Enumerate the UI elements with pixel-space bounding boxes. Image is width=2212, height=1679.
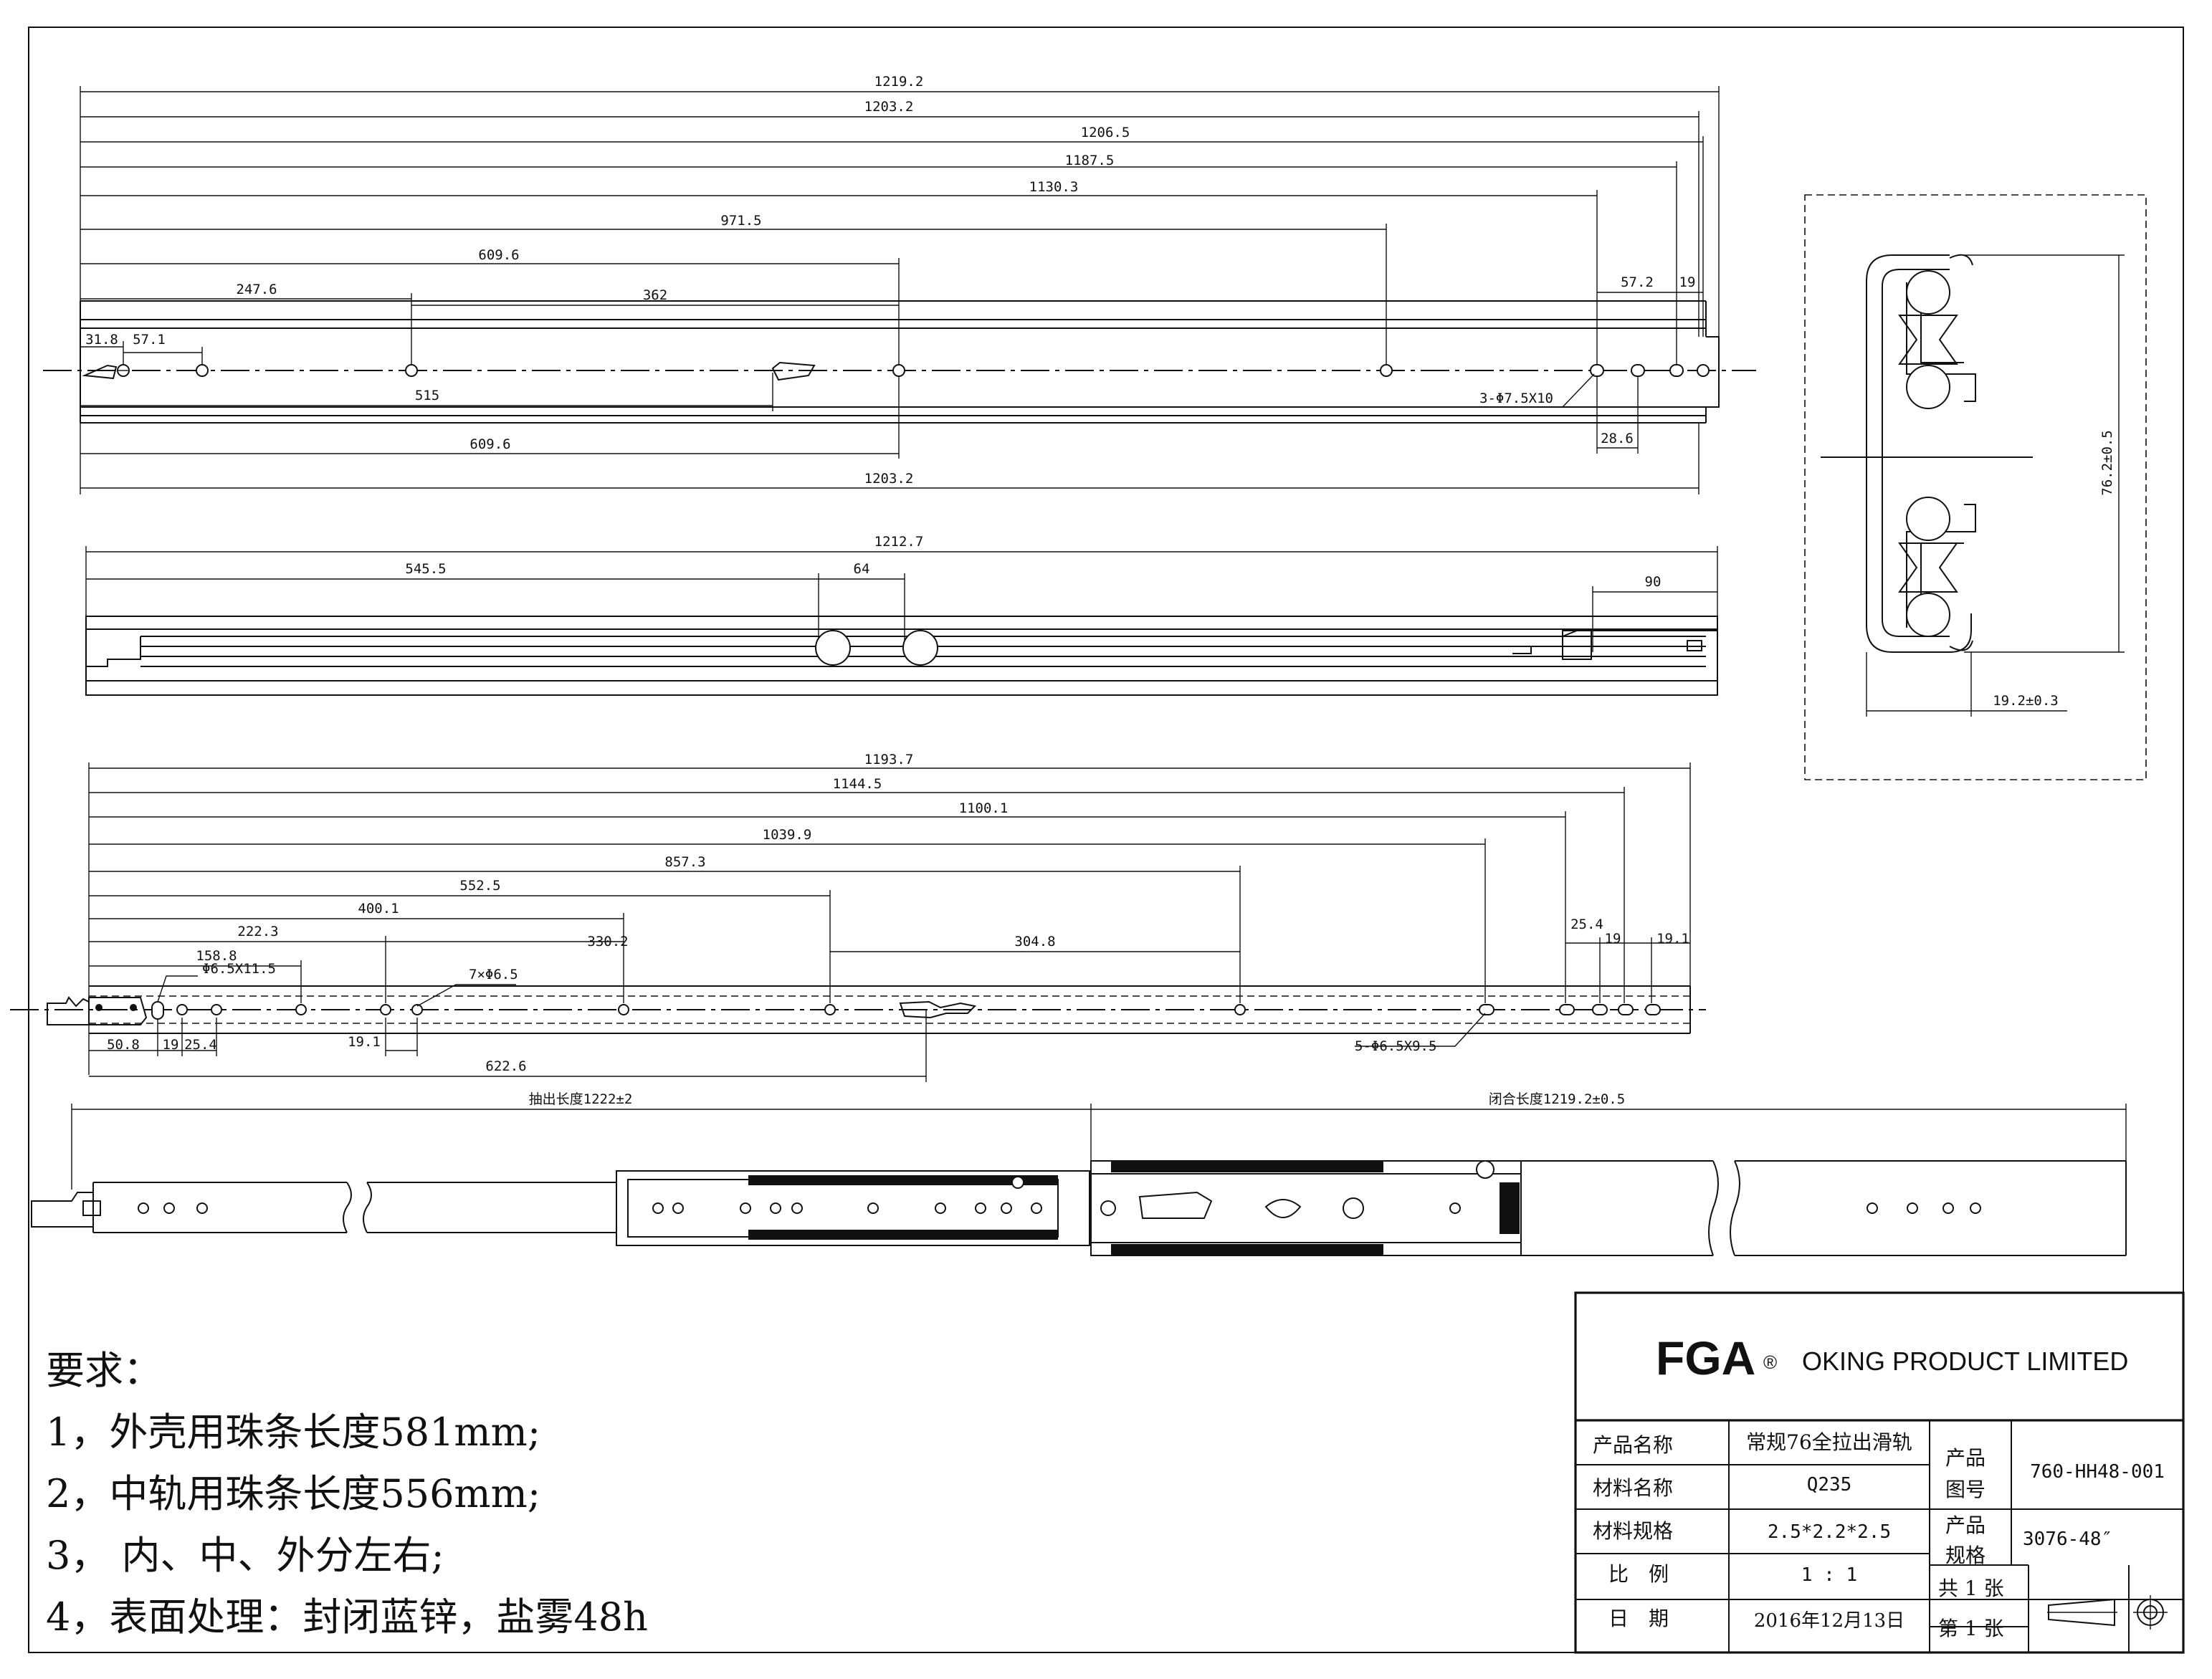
dim-158-8: 158.8	[196, 948, 237, 964]
view-middle-member: 1212.7 545.5 64 90	[85, 534, 1718, 696]
dim-622-6: 622.6	[485, 1058, 526, 1074]
dim-90: 90	[1645, 574, 1662, 590]
scale-value: 1 : 1	[1801, 1564, 1857, 1586]
extended-length-label: 抽出长度1222±2	[529, 1091, 633, 1107]
dim-19: 19	[1679, 274, 1696, 290]
dim-25-4-bottom: 25.4	[184, 1037, 217, 1053]
dim-400-1: 400.1	[358, 901, 399, 917]
dim-1039-9: 1039.9	[763, 827, 812, 843]
material-name-label: 材料名称	[1593, 1476, 1673, 1500]
section-view: 76.2±0.5 19.2±0.3	[1804, 194, 2147, 780]
dim-971-5: 971.5	[720, 213, 761, 229]
title-block: FGA ® OKING PRODUCT LIMITED 产品名称 常规76全拉出…	[1574, 1291, 2185, 1654]
dim-1219-2: 1219.2	[874, 74, 924, 90]
dim-31-8: 31.8	[85, 332, 118, 348]
date-label: 日 期	[1608, 1607, 1669, 1630]
dim-57-2: 57.2	[1621, 274, 1654, 290]
dim-1144-5: 1144.5	[833, 776, 882, 792]
fga-logo: FGA	[1656, 1331, 1755, 1384]
dim-1203-2: 1203.2	[864, 99, 914, 115]
note-item: 4，表面处理：封闭蓝锌，盐雾48h	[46, 1594, 648, 1640]
dim-1206-5: 1206.5	[1081, 125, 1130, 140]
dim-545-5: 545.5	[405, 561, 446, 577]
dim-28-6: 28.6	[1601, 431, 1634, 446]
dim-1187-5: 1187.5	[1065, 153, 1115, 168]
dim-247-6: 247.6	[236, 282, 277, 297]
material-spec-value: 2.5*2.2*2.5	[1768, 1521, 1891, 1543]
note-item: 3， 内、中、外分左右;	[46, 1533, 444, 1578]
spec-label-1: 产品	[1945, 1513, 1985, 1537]
sheets-total: 共 1 张	[1938, 1577, 2004, 1600]
dim-609-6-top: 609.6	[478, 247, 519, 263]
dim-609-6-bottom: 609.6	[469, 436, 510, 452]
drawing-no-label-1: 产品	[1945, 1446, 1985, 1470]
dim-25-4-top: 25.4	[1570, 917, 1603, 932]
dim-57-1: 57.1	[133, 332, 166, 348]
drawing-no-value: 760-HH48-001	[2030, 1461, 2165, 1483]
product-name-label: 产品名称	[1593, 1433, 1673, 1457]
callout-slot-6-5x11-5: Φ6.5X11.5	[202, 961, 276, 977]
dim-19-2: 19.2±0.3	[1993, 693, 2059, 709]
dim-1130-3: 1130.3	[1029, 179, 1079, 195]
dim-552-5: 552.5	[459, 878, 500, 894]
hole-callout-7-5: 3-Φ7.5X10	[1479, 391, 1553, 406]
dim-304-8: 304.8	[1014, 934, 1055, 949]
projection-symbol-icon	[2047, 1595, 2168, 1630]
dim-515: 515	[415, 388, 439, 403]
view-inner-member: 1193.7 1144.5 1100.1 1039.9 857.3 552.5 …	[10, 752, 1706, 1082]
dim-330-2: 330.2	[587, 934, 628, 949]
callout-7-holes: 7×Φ6.5	[469, 967, 518, 982]
note-item: 2，中轨用珠条长度556mm;	[46, 1471, 541, 1516]
view-assembly: 抽出长度1222±2 闭合长度1219.2±0.5	[31, 1091, 2127, 1256]
company-name: OKING PRODUCT LIMITED	[1802, 1346, 2128, 1376]
notes-title: 要求：	[46, 1348, 162, 1393]
dim-1100-1: 1100.1	[959, 800, 1009, 816]
spec-value: 3076-48″	[2023, 1529, 2112, 1550]
drawing-no-label-2: 图号	[1945, 1478, 1985, 1501]
sheet-number: 第 1 张	[1938, 1617, 2004, 1640]
drawing-frame	[28, 27, 2184, 1653]
requirements-notes: 要求： 1，外壳用珠条长度581mm; 2，中轨用珠条长度556mm; 3， 内…	[46, 1340, 648, 1648]
dim-1203-2-bottom: 1203.2	[864, 471, 914, 487]
dim-64: 64	[854, 561, 870, 577]
date-value: 2016年12月13日	[1754, 1610, 1904, 1632]
dim-362: 362	[643, 287, 667, 303]
view-outer-member: 1219.2 1203.2 1206.5 1187.5 1130.3 971.5…	[43, 74, 1756, 494]
dim-1212-7: 1212.7	[874, 534, 924, 550]
spec-label-2: 规格	[1945, 1544, 1985, 1567]
dim-76-2: 76.2±0.5	[2099, 430, 2115, 496]
dim-19-1-top: 19.1	[1656, 931, 1689, 947]
dim-19-bottom: 19	[163, 1037, 179, 1053]
closed-length-label: 闭合长度1219.2±0.5	[1489, 1091, 1625, 1107]
dim-857-3: 857.3	[664, 854, 705, 870]
dim-222-3: 222.3	[237, 924, 278, 939]
dim-50-8: 50.8	[107, 1037, 140, 1053]
scale-label: 比 例	[1608, 1562, 1669, 1586]
registered-mark: ®	[1763, 1352, 1777, 1373]
callout-5-slots: 5-Φ6.5X9.5	[1355, 1038, 1436, 1054]
product-name-value: 常规76全拉出滑轨	[1746, 1430, 1912, 1454]
dim-1193-7: 1193.7	[864, 752, 914, 767]
dim-19-top: 19	[1605, 931, 1621, 947]
material-name-value: Q235	[1807, 1474, 1852, 1496]
material-spec-label: 材料规格	[1593, 1519, 1673, 1543]
note-item: 1，外壳用珠条长度581mm;	[46, 1410, 541, 1455]
dim-19-1-bottom: 19.1	[348, 1034, 381, 1050]
